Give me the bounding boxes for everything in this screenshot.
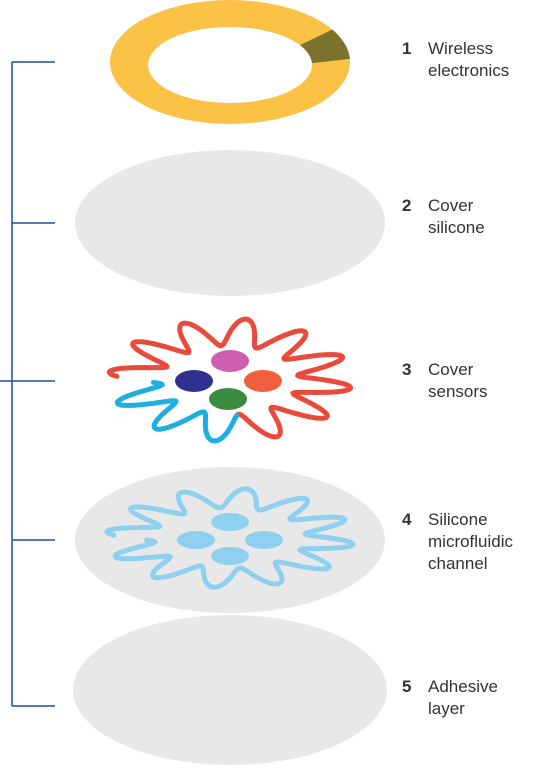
wireless-electronics-ring xyxy=(110,0,350,124)
channel-well xyxy=(211,547,249,565)
channel-well xyxy=(245,531,283,549)
microfluidic-channel-path xyxy=(104,486,356,590)
layer-label-line: Wireless xyxy=(428,39,494,58)
ring-hole xyxy=(148,27,312,103)
sensor-wire-red xyxy=(106,316,353,440)
layer-label-line: Adhesive xyxy=(428,677,498,696)
layer-label-line: layer xyxy=(428,699,465,718)
cover-sensors xyxy=(106,316,353,444)
layer-number: 4 xyxy=(402,510,412,529)
cover-silicone-disc xyxy=(75,150,385,296)
layer-label-line: Silicone xyxy=(428,510,488,529)
layer-number: 1 xyxy=(402,39,412,58)
sensor-orange xyxy=(244,370,282,392)
adhesive-layer-disc xyxy=(73,615,387,765)
silicone-microfluidic-channel xyxy=(75,467,385,613)
channel-well xyxy=(177,531,215,549)
layer-bracket xyxy=(0,61,55,707)
sensor-green xyxy=(209,388,247,410)
layer-label-line: microfluidic xyxy=(428,532,514,551)
layer-number: 2 xyxy=(402,196,412,215)
layer-number: 5 xyxy=(402,677,412,696)
layer-label-line: Cover xyxy=(428,360,474,379)
layer-number: 3 xyxy=(402,360,412,379)
sensor-wire-blue xyxy=(114,379,240,444)
sensor-pink xyxy=(211,350,249,372)
layer-label-line: sensors xyxy=(428,382,488,401)
layer-label-line: channel xyxy=(428,554,488,573)
layer-label-line: electronics xyxy=(428,61,510,80)
layer-label-line: Cover xyxy=(428,196,474,215)
electronics-module xyxy=(299,29,350,64)
layer-label-line: silicone xyxy=(428,218,485,237)
channel-well xyxy=(211,513,249,531)
sensor-navy xyxy=(175,370,213,392)
